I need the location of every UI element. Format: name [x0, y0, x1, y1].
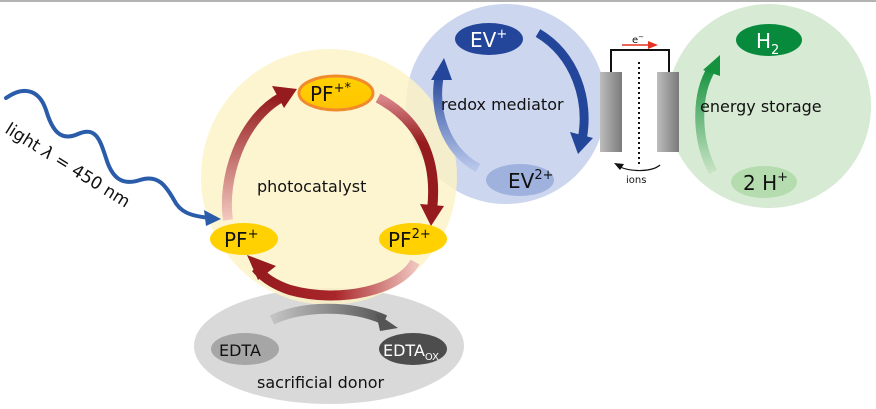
ions-label: ions: [626, 175, 646, 186]
cycle-arrow-excited-to-pf2: [375, 93, 444, 226]
svg-text:EDTAOX: EDTAOX: [383, 341, 439, 363]
donor-region: [194, 288, 464, 404]
cycle-arrow-pf-to-excited: [221, 86, 297, 221]
svg-text:H2: H2: [756, 29, 779, 58]
pf-oxidized-node: PF2+: [379, 223, 447, 255]
mediator-arrow-up: [431, 58, 481, 172]
storage-arrow-up: [695, 55, 720, 175]
storage-title: energy storage: [700, 97, 822, 116]
mediator-arrow-down: [535, 29, 593, 154]
h2-node: H2: [736, 24, 802, 58]
svg-text:PF+: PF+: [224, 227, 258, 252]
top-border-line: [0, 0, 876, 2]
svg-text:EDTA: EDTA: [219, 341, 261, 360]
cycle-arrow-pf2-to-pf: [247, 255, 420, 301]
svg-text:EV2+: EV2+: [508, 168, 554, 193]
electron-label: e−: [632, 33, 644, 46]
storage-region: [667, 4, 871, 208]
ev-2plus-node: EV2+: [486, 164, 554, 196]
svg-text:2 H+: 2 H+: [743, 170, 788, 195]
pf-ground-node: PF+: [210, 223, 278, 255]
left-electrode: [600, 72, 622, 152]
svg-text:PF2+: PF2+: [388, 227, 431, 252]
photocatalyst-title: photocatalyst: [257, 177, 366, 196]
edta-node: EDTA: [211, 333, 279, 365]
svg-text:EV+: EV+: [470, 27, 507, 52]
edta-ox-node: EDTAOX: [379, 333, 447, 365]
electrochemical-cell: [600, 41, 679, 172]
light-label: light λ = 450 nm: [1, 119, 133, 212]
right-electrode: [657, 72, 679, 152]
mediator-title: redox mediator: [441, 95, 564, 114]
pf-excited-node: PF+*: [297, 74, 375, 112]
svg-text:PF+*: PF+*: [310, 81, 351, 106]
donor-oxidation-arrow: [269, 303, 398, 331]
light-wave-arrow: [4, 88, 221, 226]
two-h-plus-node: 2 H+: [731, 166, 797, 198]
ev-plus-node: EV+: [455, 23, 523, 55]
ions-arrow: [619, 164, 661, 172]
donor-title: sacrificial donor: [257, 373, 384, 392]
